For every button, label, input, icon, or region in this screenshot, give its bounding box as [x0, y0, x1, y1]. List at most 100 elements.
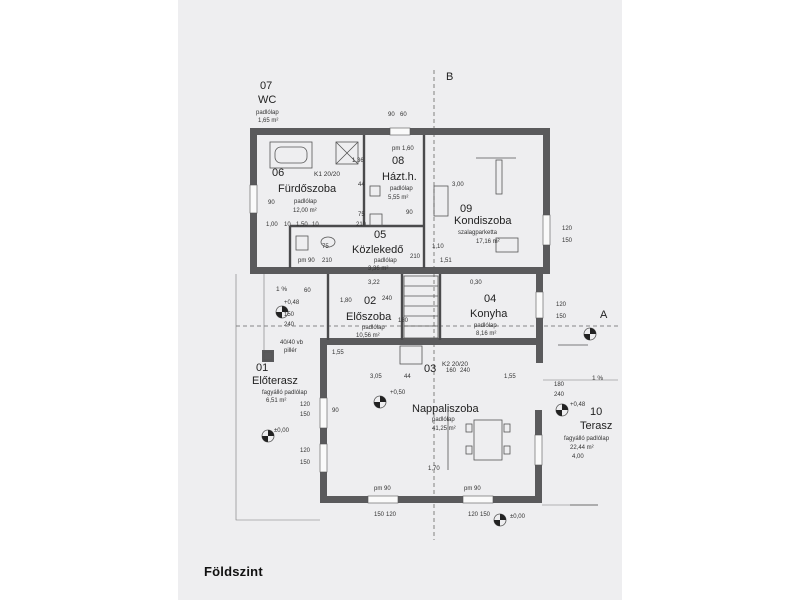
dim-180-b: 180 — [398, 318, 409, 324]
room-floor-03: padlólap — [432, 417, 455, 423]
dim-90-top: 90 — [388, 112, 395, 118]
level-label-entry: +0,48 — [284, 300, 300, 306]
room-number-04: 04 — [484, 293, 496, 305]
dim-44: 44 — [358, 182, 365, 188]
room-area-08: 5,55 m² — [388, 195, 408, 201]
pillar — [262, 350, 274, 362]
room-area-10: 22,44 m² — [570, 445, 594, 451]
dim-210-a: 210 — [356, 222, 367, 228]
dim-120-f: 120 — [468, 512, 479, 518]
room-number-07: 07 — [260, 80, 272, 92]
dim-150-f: 150 — [300, 460, 311, 466]
dim-150-c: 150 — [284, 312, 295, 318]
room-name-05: Közlekedő — [352, 244, 403, 256]
room-floor-01: fagyálló padlólap — [262, 390, 308, 396]
room-name-01: Előterasz — [252, 375, 298, 387]
bathroom-fixtures — [269, 141, 383, 251]
dim-030: 0,30 — [470, 280, 482, 286]
dim-10-b: 10 — [312, 222, 319, 228]
interior-walls — [288, 135, 442, 340]
room-floor-08: padlólap — [390, 186, 413, 192]
level-label-living: +0,50 — [390, 390, 406, 396]
dim-322: 3,22 — [368, 280, 380, 286]
dim-150-d: 150 — [556, 314, 567, 320]
room-area-03: 41,25 m² — [432, 426, 456, 432]
dim-120-c: 120 — [300, 402, 311, 408]
dim-240-b: 240 — [284, 322, 295, 328]
room-area-05: 3,36 m² — [368, 266, 388, 272]
room-floor-04: padlólap — [474, 323, 497, 329]
room-area-02: 10,56 m² — [356, 333, 380, 339]
dim-pm90-a: pm 90 — [298, 258, 315, 264]
level-label-ground-bottom: ±0,00 — [510, 514, 526, 520]
dim-90-d: 90 — [332, 408, 339, 414]
dim-180-a: 1,80 — [340, 298, 352, 304]
dim-305: 3,05 — [370, 374, 382, 380]
dim-100: 1,00 — [266, 222, 278, 228]
column-label-k1: K1 20/20 — [314, 171, 340, 178]
room-name-06: Fürdőszoba — [278, 183, 337, 195]
dim-90-vert: 90 — [268, 200, 275, 206]
room-name-09: Kondiszoba — [454, 215, 512, 227]
dim-pm160: pm 1,60 — [392, 146, 414, 152]
dim-170: 1,70 — [428, 466, 440, 472]
room-floor-05: padlólap — [374, 258, 397, 264]
dim-120-b: 120 — [556, 302, 567, 308]
room-area-04: 8,16 m² — [476, 331, 496, 337]
room-name-03: Nappaliszoba — [412, 403, 480, 415]
dim-150-e: 150 — [300, 412, 311, 418]
dim-44-b: 44 — [404, 374, 411, 380]
room-area-09: 17,16 m² — [476, 239, 500, 245]
dim-136: 1,36 — [352, 158, 364, 164]
floor-plan: B A — [235, 70, 618, 540]
room-name-02: Előszoba — [346, 311, 392, 323]
room-number-10: 10 — [590, 406, 602, 418]
room-floor-07: padlólap — [256, 110, 279, 116]
gym-equipment — [433, 157, 519, 253]
stairs — [399, 275, 439, 365]
pillar-label-1: 40/40 vb — [280, 340, 304, 346]
column-label-k2: K2 20/20 — [442, 361, 468, 368]
level-label-terrace: +0,48 — [570, 402, 586, 408]
room-number-01: 01 — [256, 362, 268, 374]
slope-label-entry: 1 % — [276, 286, 287, 293]
axis-label-a: A — [600, 309, 608, 321]
dim-10-a: 10 — [284, 222, 291, 228]
dim-90-c: 90 — [406, 210, 413, 216]
dim-pm90-c: pm 90 — [464, 486, 481, 492]
room-floor-09: szalagparketta — [458, 230, 498, 236]
pillar-label-2: pillér — [284, 348, 297, 354]
dim-210-b: 210 — [322, 258, 333, 264]
pillar-inner — [263, 351, 273, 361]
slope-label-terrace: 1 % — [592, 375, 603, 382]
room-floor-10: fagyálló padlólap — [564, 436, 610, 442]
room-number-05: 05 — [374, 229, 386, 241]
dim-150-b: 1,50 — [296, 222, 308, 228]
dim-120-a: 120 — [562, 226, 573, 232]
dim-60-top: 60 — [400, 112, 407, 118]
dim-75-a: 75 — [358, 212, 365, 218]
room-name-07: WC — [258, 94, 276, 106]
dim-160: 160 — [446, 368, 457, 374]
room-number-06: 06 — [272, 167, 284, 179]
room-area-07: 1,65 m² — [258, 118, 278, 124]
dim-180-c: 180 — [554, 382, 565, 388]
dim-60-b: 60 — [304, 288, 311, 294]
room-name-04: Konyha — [470, 308, 508, 320]
dim-151: 1,51 — [440, 258, 452, 264]
axis-label-b: B — [446, 71, 453, 83]
dim-240-a: 240 — [382, 296, 393, 302]
dim-210-c: 210 — [410, 254, 421, 260]
dim-150-g: 150 — [374, 512, 385, 518]
room-number-03: 03 — [424, 363, 436, 375]
dining-table — [447, 410, 511, 470]
dim-400: 4,00 — [572, 454, 584, 460]
dim-155-b: 1,55 — [504, 374, 516, 380]
level-label-ground-left: ±0,00 — [274, 428, 290, 434]
dim-240-d: 240 — [554, 392, 565, 398]
room-name-10: Terasz — [580, 420, 612, 432]
dim-155-a: 1,55 — [332, 350, 344, 356]
room-area-01: 6,51 m² — [266, 398, 286, 404]
dim-150-a: 150 — [562, 238, 573, 244]
dim-110: 1,10 — [432, 244, 444, 250]
